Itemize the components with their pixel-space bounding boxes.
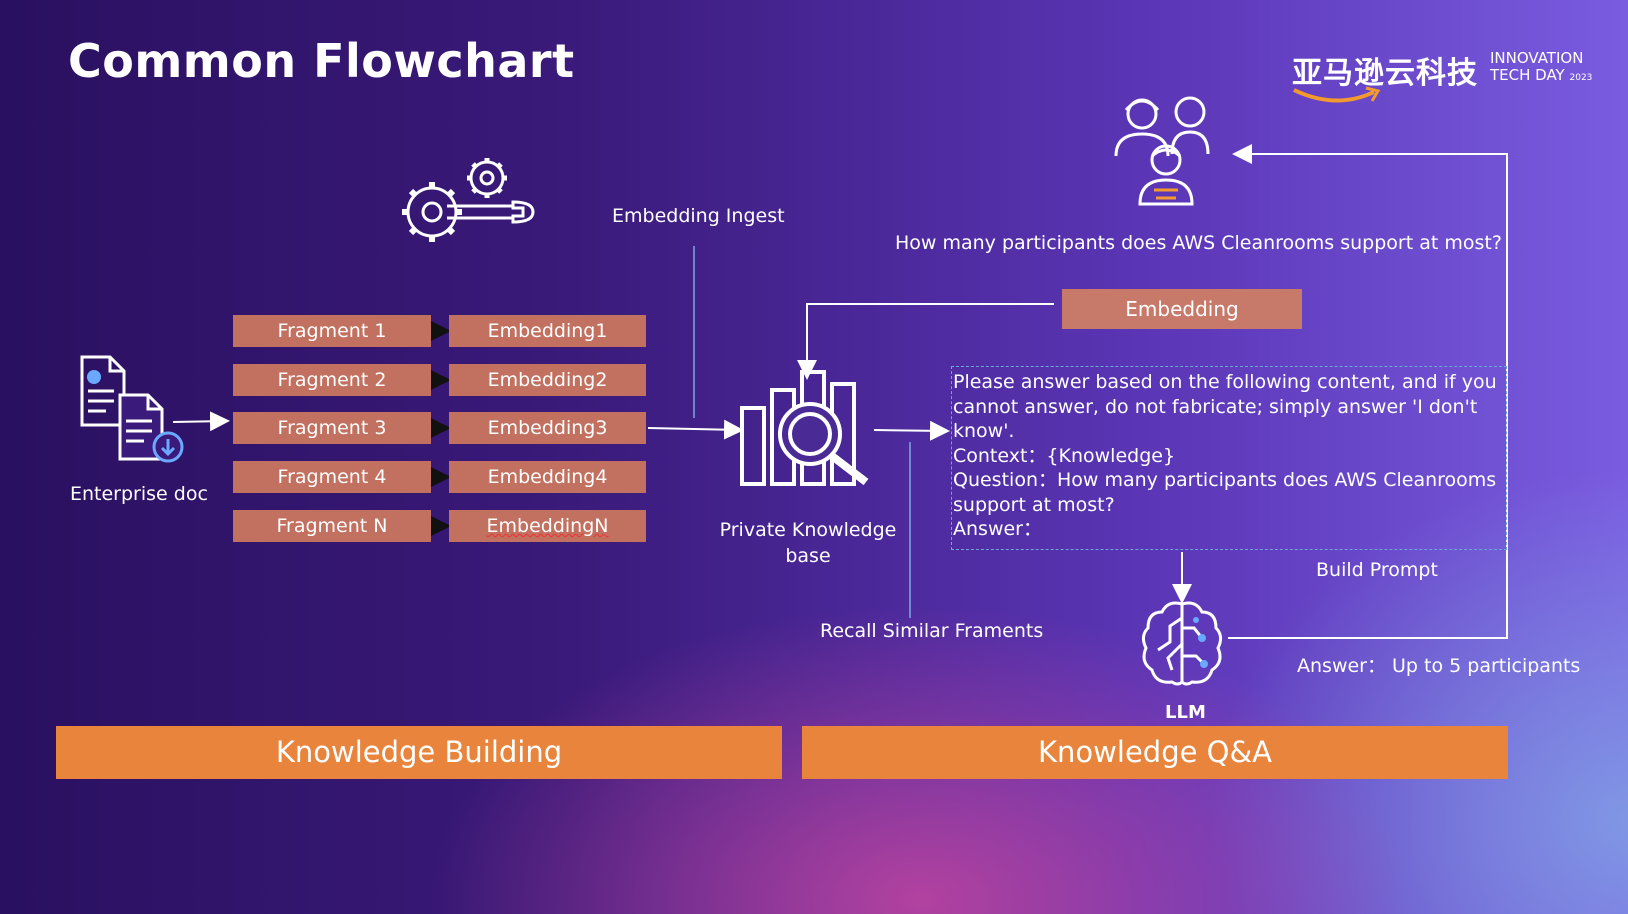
- enterprise-doc-label: Enterprise doc: [70, 483, 208, 505]
- arrow-doc-to-fragments: [172, 411, 230, 432]
- embedding-box: Embedding3: [449, 412, 646, 444]
- arrow-embedding-to-kb: [797, 303, 1054, 380]
- page-title: Common Flowchart: [68, 34, 575, 88]
- amazon-smile-icon: [1293, 86, 1381, 103]
- embedding-box: EmbeddingN: [449, 510, 646, 542]
- prompt-question: Question：How many participants does AWS …: [953, 469, 1503, 516]
- prompt-instruction: Please answer based on the following con…: [953, 371, 1503, 442]
- embedding-ingest-label: Embedding Ingest: [612, 205, 785, 227]
- query-embedding-box: Embedding: [1062, 289, 1302, 329]
- brand-logo-text: 亚马逊云科技: [1292, 56, 1478, 91]
- prompt-answer: Answer：: [953, 518, 1042, 540]
- arrow-answer-to-users: [1228, 144, 1508, 639]
- fragment-box: Fragment 3: [233, 412, 431, 444]
- arrow-embeddings-to-kb: [647, 419, 744, 440]
- fragment-box: Fragment 2: [233, 364, 431, 396]
- llm-brain-icon: [1141, 601, 1223, 686]
- fragment-box: Fragment N: [233, 510, 431, 542]
- answer-label: Answer： Up to 5 participants: [1297, 655, 1581, 677]
- recall-label: Recall Similar Framents: [820, 620, 1044, 642]
- users-icon: [1114, 96, 1210, 206]
- llm-label: LLM: [1165, 702, 1206, 723]
- embedding-box: Embedding4: [449, 461, 646, 493]
- event-logo: INNOVATION TECH DAY 2023: [1490, 49, 1593, 84]
- fragment-box: Fragment 1: [233, 315, 431, 347]
- embedding-box: Embedding1: [449, 315, 646, 347]
- embedding-box: Embedding2: [449, 364, 646, 396]
- prompt-template-box: Please answer based on the following con…: [951, 366, 1507, 550]
- fragment-box: Fragment 4: [233, 461, 431, 493]
- enterprise-doc-icon: [80, 355, 184, 463]
- user-question: How many participants does AWS Cleanroom…: [895, 232, 1502, 254]
- build-prompt-label: Build Prompt: [1316, 559, 1438, 581]
- arrow-kb-to-prompt: [873, 420, 950, 441]
- knowledge-base-search-icon: [740, 370, 869, 486]
- knowledge-base-label: Private Knowledge base: [719, 519, 897, 567]
- knowledge-qa-band: Knowledge Q&A: [802, 726, 1508, 779]
- gear-wrench-icon: [402, 158, 535, 242]
- prompt-context: Context：{Knowledge}: [953, 444, 1176, 467]
- knowledge-building-band: Knowledge Building: [56, 726, 782, 779]
